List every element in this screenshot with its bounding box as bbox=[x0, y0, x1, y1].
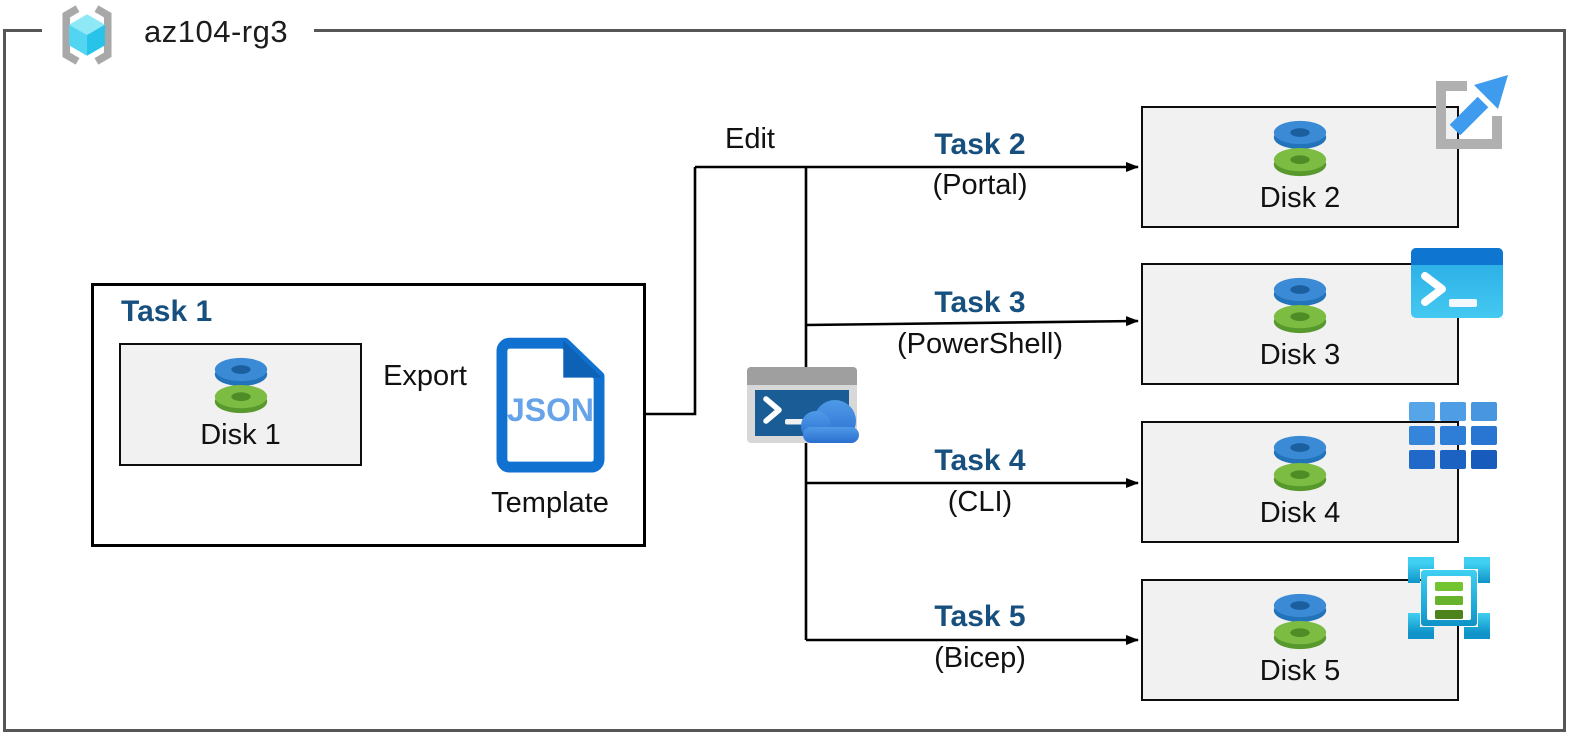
resource-group-name: az104-rg3 bbox=[144, 14, 289, 49]
disk4-label: Disk 4 bbox=[1259, 497, 1341, 529]
disk-icon bbox=[214, 357, 267, 414]
disk-icon bbox=[1273, 435, 1327, 492]
resource-group-icon bbox=[62, 5, 112, 65]
template-label: Template bbox=[491, 487, 609, 519]
powershell-icon bbox=[1411, 248, 1503, 318]
disk5-label: Disk 5 bbox=[1259, 655, 1341, 687]
task5-method: (Bicep) bbox=[934, 642, 1026, 674]
task2-method: (Portal) bbox=[932, 169, 1028, 201]
portal-open-icon bbox=[1436, 75, 1508, 149]
disk1-box: Disk 1 bbox=[119, 343, 362, 466]
disk5-box: Disk 5 bbox=[1141, 579, 1459, 701]
disk3-label: Disk 3 bbox=[1259, 339, 1341, 371]
cli-grid-icon bbox=[1409, 402, 1497, 469]
disk-icon bbox=[1273, 277, 1327, 334]
disk3-box: Disk 3 bbox=[1141, 263, 1459, 385]
cloud-shell-icon bbox=[747, 367, 859, 443]
disk1-label: Disk 1 bbox=[200, 419, 281, 451]
task2-title: Task 2 bbox=[934, 128, 1026, 161]
task4-method: (CLI) bbox=[947, 486, 1013, 518]
bicep-template-icon bbox=[1408, 557, 1490, 639]
disk4-box: Disk 4 bbox=[1141, 421, 1459, 543]
task1-title: Task 1 bbox=[121, 295, 213, 328]
json-text: JSON bbox=[507, 392, 594, 428]
disk-icon bbox=[1273, 120, 1327, 177]
export-label: Export bbox=[383, 360, 467, 392]
edit-label: Edit bbox=[725, 123, 775, 155]
resource-group-boundary bbox=[3, 29, 1566, 732]
json-template-icon: JSON bbox=[496, 337, 605, 473]
disk2-box: Disk 2 bbox=[1141, 106, 1459, 228]
task3-method: (PowerShell) bbox=[897, 328, 1063, 360]
task3-title: Task 3 bbox=[934, 286, 1026, 319]
task5-title: Task 5 bbox=[934, 600, 1026, 633]
disk2-label: Disk 2 bbox=[1259, 182, 1341, 214]
task4-title: Task 4 bbox=[934, 444, 1026, 477]
disk-icon bbox=[1273, 593, 1327, 650]
